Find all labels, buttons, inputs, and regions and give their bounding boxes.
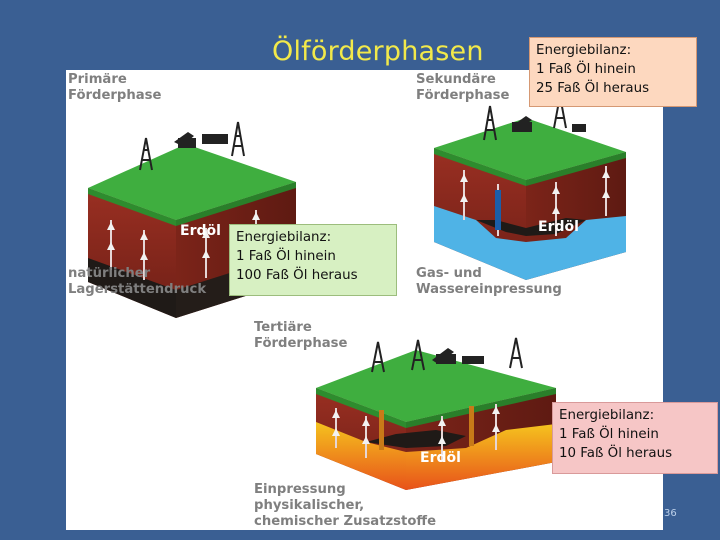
page-number: 36 bbox=[664, 508, 677, 519]
callout-line: 1 Faß Öl hinein bbox=[559, 427, 659, 442]
primary-phase-caption: natürlicher Lagerstättendruck bbox=[68, 266, 207, 297]
secondary-phase-block bbox=[434, 95, 626, 280]
callout-line: 25 Faß Öl heraus bbox=[536, 81, 650, 96]
callout-line: 1 Faß Öl hinein bbox=[236, 249, 336, 264]
slide-title: Ölförderphasen bbox=[272, 36, 484, 67]
callout-line: 1 Faß Öl hinein bbox=[536, 62, 636, 77]
energy-balance-callout-primary: Energiebilanz: 1 Faß Öl hinein 100 Faß Ö… bbox=[229, 224, 397, 296]
primary-phase-heading: Primäre Förderphase bbox=[68, 72, 162, 103]
tertiary-phase-caption: Einpressung physikalischer, chemischer Z… bbox=[254, 482, 437, 529]
secondary-phase-heading: Sekundäre Förderphase bbox=[416, 72, 510, 103]
callout-line: Energiebilanz: bbox=[236, 230, 332, 245]
energy-balance-callout-tertiary: Energiebilanz: 1 Faß Öl hinein 10 Faß Öl… bbox=[552, 402, 718, 474]
callout-line: Energiebilanz: bbox=[559, 408, 655, 423]
energy-balance-callout-secondary: Energiebilanz: 1 Faß Öl hinein 25 Faß Öl… bbox=[529, 37, 697, 107]
tertiary-phase-block bbox=[316, 337, 556, 490]
primary-oil-label: Erdöl bbox=[180, 223, 221, 239]
callout-line: Energiebilanz: bbox=[536, 43, 632, 58]
tertiary-phase-heading: Tertiäre Förderphase bbox=[254, 320, 348, 351]
oil-production-figure: Primäre Förderphase Sekundäre Förderphas… bbox=[66, 70, 663, 530]
secondary-phase-caption: Gas- und Wassereinpressung bbox=[416, 266, 562, 297]
secondary-oil-label: Erdöl bbox=[538, 219, 579, 235]
callout-line: 100 Faß Öl heraus bbox=[236, 268, 358, 283]
callout-line: 10 Faß Öl heraus bbox=[559, 446, 673, 461]
tertiary-oil-label: Erdöl bbox=[420, 450, 461, 466]
figure-illustration bbox=[88, 95, 626, 490]
